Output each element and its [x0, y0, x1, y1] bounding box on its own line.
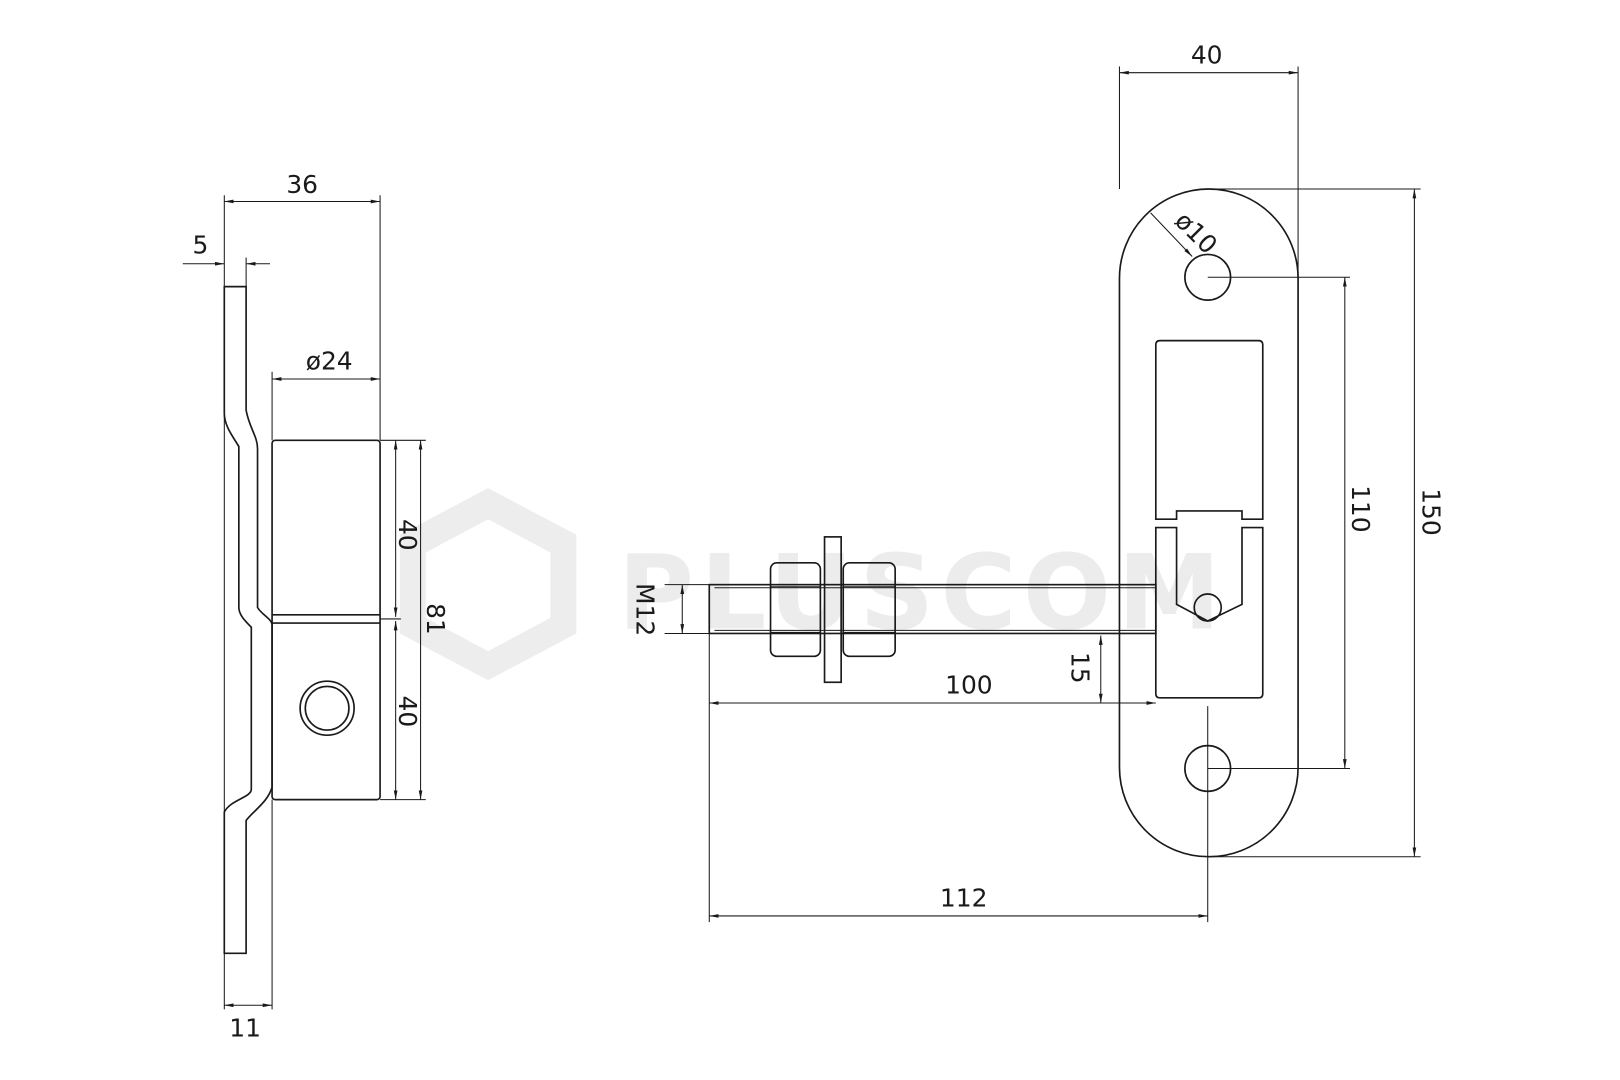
dim-offset: 15 [1066, 652, 1095, 684]
front-view: 40 ø10 110 150 M12 100 15 112 [631, 40, 1446, 923]
dim-plate-thickness: 5 [192, 230, 208, 259]
side-view: 36 5 ø24 40 40 81 11 [182, 170, 450, 1042]
dim-plate-length: 150 [1417, 488, 1446, 536]
hinge-pin [1193, 593, 1223, 622]
tube-hole [299, 680, 355, 737]
dim-base-offset: 11 [229, 1013, 261, 1042]
dim-tube-total: 81 [421, 603, 450, 635]
tube-body [271, 439, 381, 801]
washer [823, 536, 842, 684]
plate-section [223, 285, 273, 955]
dim-hole-diameter: ø10 [1169, 206, 1223, 260]
dim-tube-lower: 40 [393, 695, 422, 727]
dim-bolt-length: 100 [945, 671, 993, 700]
nut-left [769, 562, 822, 658]
nut-right [842, 562, 896, 658]
dim-tube-diameter: ø24 [306, 347, 353, 376]
mounting-plate [1118, 188, 1299, 858]
slot-window [1154, 339, 1264, 521]
dim-width-total: 36 [286, 170, 318, 199]
dim-hole-spacing: 110 [1346, 485, 1375, 533]
dim-tube-upper: 40 [393, 519, 422, 551]
dim-total-length: 112 [940, 884, 988, 913]
dim-thread: M12 [631, 583, 660, 636]
bolt-rod [708, 583, 1157, 635]
dim-plate-width: 40 [1191, 40, 1223, 69]
